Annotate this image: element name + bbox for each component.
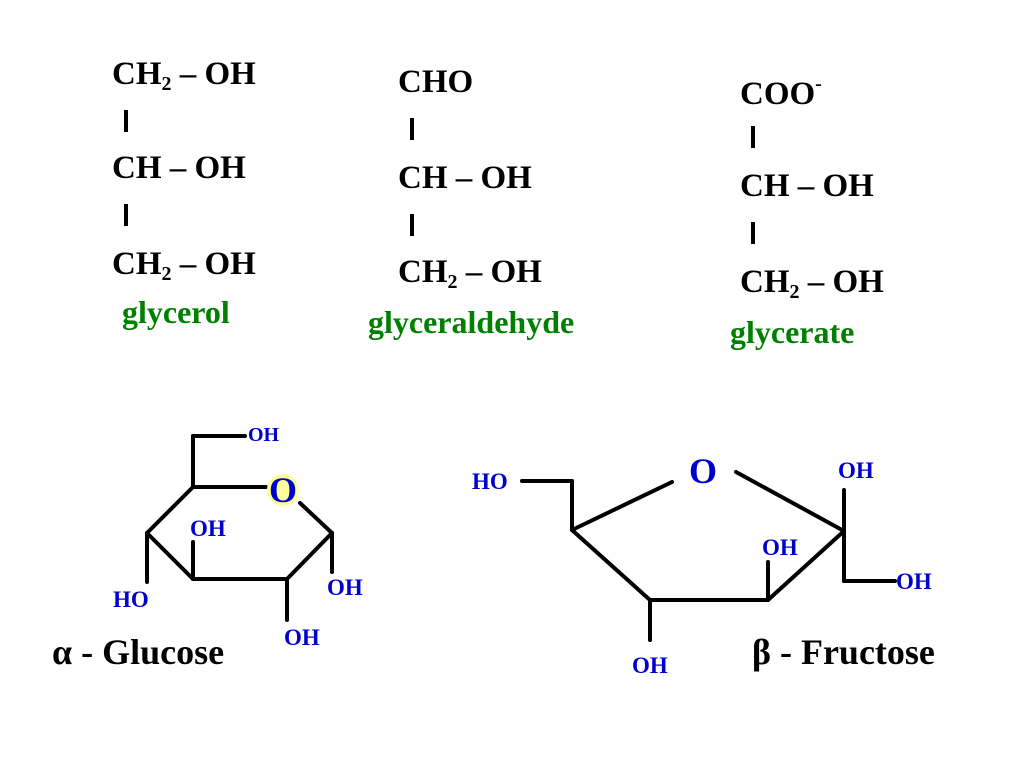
glycerol-line-3-rest: – OH [171, 246, 256, 282]
glycerol-line-1-sub: 2 [161, 73, 172, 95]
glucose-name-text: - Glucose [72, 632, 225, 672]
fructose-oh-right: OH [896, 569, 932, 594]
glyceraldehyde-line-2: CH – OH [398, 160, 532, 196]
glyceraldehyde-line-3: CH2 – OH [398, 254, 542, 293]
glycerol-line-1: CH2 – OH [112, 56, 256, 95]
glyceraldehyde-line-1: CHO [398, 64, 474, 100]
glycerol-name: glycerol [122, 294, 230, 330]
glycerate-line-1: COO- [740, 74, 822, 111]
glycerate-bond-1 [751, 126, 755, 148]
glycerol-line-3-sub: 2 [161, 263, 172, 285]
glyceraldehyde-name: glyceraldehyde [368, 304, 575, 340]
fructose-bond-o-c2 [734, 470, 846, 533]
glycerol-bond-2 [124, 204, 128, 226]
fructose-beta-symbol: β [752, 632, 771, 672]
glucose-oh-top: OH [248, 424, 280, 446]
fructose-ho-left: HO [472, 469, 508, 494]
glucose-bond-c1-c2 [285, 531, 334, 581]
fructose-bond-c2-c3 [766, 529, 846, 602]
glycerate-name: glycerate [730, 314, 855, 350]
glycerate-line-2: CH – OH [740, 168, 874, 204]
glucose-ring-oxygen: O [269, 470, 297, 510]
glyceraldehyde-bond-2 [410, 214, 414, 236]
glucose-oh-right: OH [327, 575, 363, 600]
glycerol-line-1-main: CH [112, 56, 162, 92]
glycerol-line-1-rest: – OH [171, 56, 256, 92]
glycerol-line-3: CH2 – OH [112, 246, 256, 285]
glucose-bond-c4-c5 [145, 485, 195, 535]
fructose-oh-top-right: OH [838, 458, 874, 483]
glucose-name: α - Glucose [52, 634, 224, 670]
glucose-ring [145, 434, 334, 622]
glycerate-bond-2 [751, 222, 755, 244]
glycerate-line-1-main: COO [740, 76, 816, 112]
glucose-bond-c3-c4 [145, 531, 195, 581]
fructose-bond-c5-o [570, 480, 674, 532]
glycerate-line-1-sup: - [815, 73, 822, 95]
glyceraldehyde-line-3-rest: – OH [457, 254, 542, 290]
fructose-ring [520, 470, 897, 642]
glycerate-line-3-rest: – OH [799, 264, 884, 300]
fructose-name-text: - Fructose [770, 632, 935, 672]
fructose-name: β - Fructose [752, 634, 935, 670]
glyceraldehyde-line-3-sub: 2 [447, 271, 458, 293]
glycerate-line-3: CH2 – OH [740, 264, 884, 303]
glucose-ho-left: HO [113, 587, 149, 612]
fructose-oh-inner: OH [762, 535, 798, 560]
glucose-oh-inner: OH [190, 516, 226, 541]
glucose-bond-o-c1 [298, 501, 334, 535]
fructose-bond-c4-c5 [570, 528, 652, 602]
glucose-alpha-symbol: α [52, 632, 73, 672]
glycerol-bond-1 [124, 110, 128, 132]
glycerate-line-3-sub: 2 [789, 281, 800, 303]
glucose-oxygen-highlight [267, 474, 299, 506]
glycerate-line-3-main: CH [740, 264, 790, 300]
glycerol-line-2: CH – OH [112, 150, 246, 186]
glycerol-line-3-main: CH [112, 246, 162, 282]
glucose-oh-bottom: OH [284, 625, 320, 650]
glyceraldehyde-line-3-main: CH [398, 254, 448, 290]
glyceraldehyde-bond-1 [410, 118, 414, 140]
fructose-ring-oxygen: O [689, 451, 717, 491]
fructose-oh-bottom: OH [632, 653, 668, 678]
